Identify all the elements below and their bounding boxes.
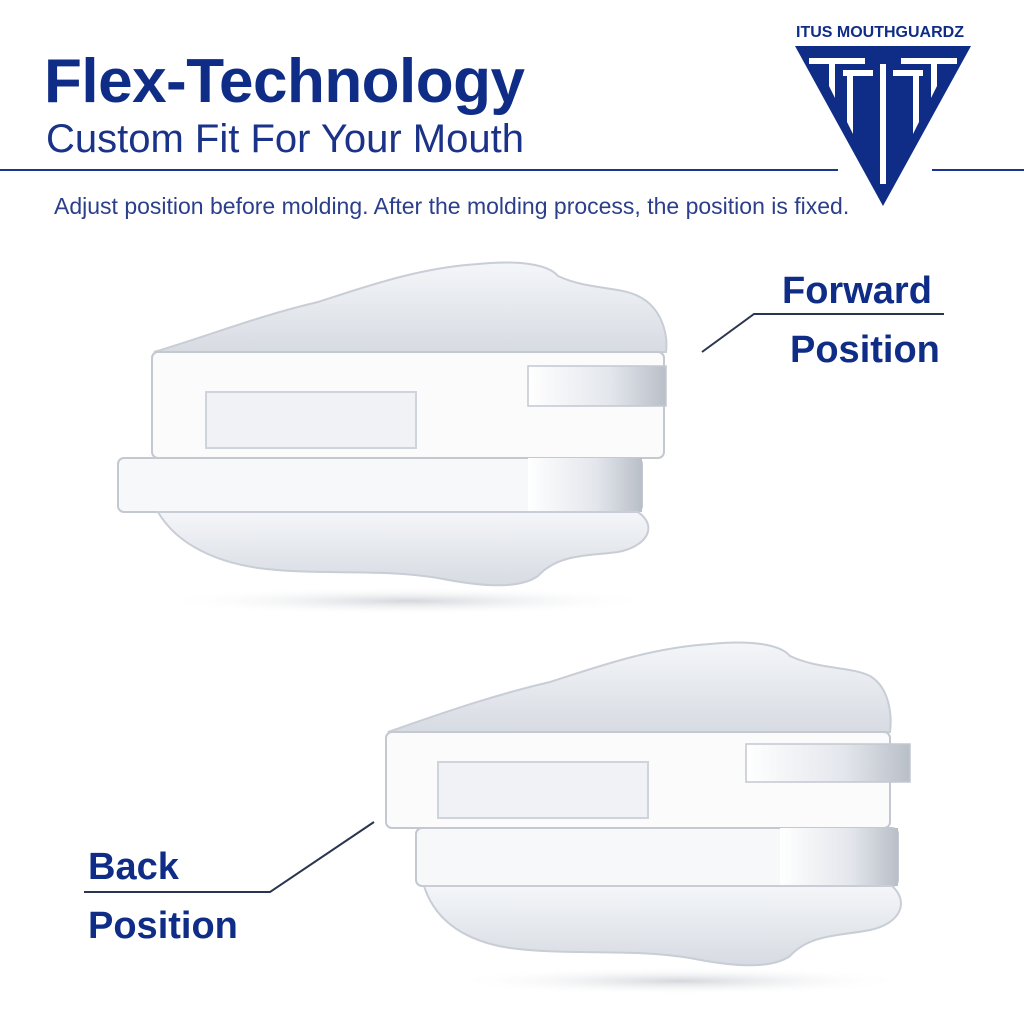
forward-position-label-line1: Forward <box>782 270 932 312</box>
forward-position-label-line2: Position <box>790 329 940 371</box>
clear-mouthguard-forward-position-icon <box>117 261 668 615</box>
forward-leader-line <box>701 313 944 353</box>
page-subtitle: Custom Fit For Your Mouth <box>46 117 524 161</box>
header-divider-right <box>932 169 1024 171</box>
back-position-label-line2: Position <box>88 905 238 947</box>
page-title: Flex-Technology <box>44 47 525 116</box>
back-position-label-line1: Back <box>88 846 179 888</box>
header-divider-left <box>0 169 838 171</box>
brand-name: ITUS MOUTHGUARDZ <box>796 24 964 41</box>
clear-mouthguard-back-position-icon <box>385 641 911 995</box>
itus-triangle-logo-icon <box>795 46 971 206</box>
back-leader-line <box>84 821 375 893</box>
description-text: Adjust position before molding. After th… <box>54 193 850 219</box>
